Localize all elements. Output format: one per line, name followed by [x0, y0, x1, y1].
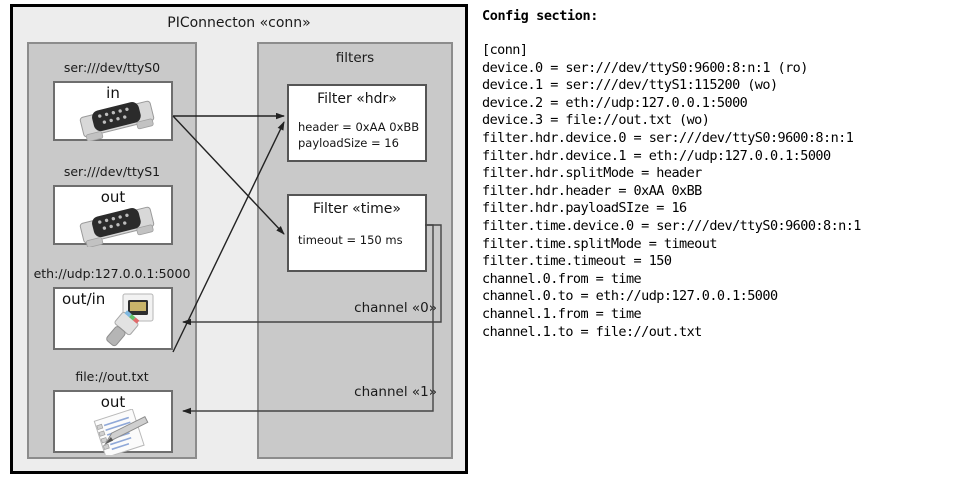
device-caption-eth: eth://udp:127.0.0.1:5000 — [33, 266, 191, 281]
config-line: filter.hdr.device.1 = eth://udp:127.0.0.… — [482, 147, 831, 164]
device-node-ttyS0[interactable]: in — [53, 81, 173, 141]
config-line: channel.1.from = time — [482, 305, 642, 322]
config-lines: [conn]device.0 = ser:///dev/ttyS0:9600:8… — [482, 42, 960, 341]
config-line: filter.time.splitMode = timeout — [482, 235, 717, 252]
filter-hdr-prop-payloadsize: payloadSize = 16 — [298, 136, 399, 150]
diagram-title: PIConnecton «conn» — [167, 15, 311, 31]
filter-time-title: Filter «time» — [313, 201, 401, 217]
config-line: filter.time.device.0 = ser:///dev/ttyS0:… — [482, 217, 861, 234]
device-caption-ttyS0: ser:///dev/ttyS0 — [63, 60, 161, 75]
serial-port-icon — [79, 206, 155, 247]
channel-1-label: channel «1» — [354, 384, 437, 400]
config-line: filter.hdr.header = 0xAA 0xBB — [482, 182, 702, 199]
channel-0-label: channel «0» — [354, 300, 437, 316]
config-line: device.1 = ser:///dev/ttyS1:115200 (wo) — [482, 77, 778, 94]
piconnector-diagram: PIConnecton «conn» ser:///dev/ttyS0 in — [10, 4, 468, 474]
config-line: channel.0.to = eth://udp:127.0.0.1:5000 — [482, 288, 778, 305]
device-node-ttyS1[interactable]: out — [53, 185, 173, 247]
device-caption-ttyS1: ser:///dev/ttyS1 — [63, 164, 161, 179]
filter-hdr-title: Filter «hdr» — [317, 91, 397, 107]
devices-panel: ser:///dev/ttyS0 in — [27, 42, 197, 459]
device-label-out-file: out — [100, 393, 126, 411]
config-line: device.2 = eth://udp:127.0.0.1:5000 — [482, 94, 748, 111]
device-node-eth[interactable]: out/in — [53, 287, 173, 350]
config-line: channel.1.to = file://out.txt — [482, 323, 702, 340]
config-line: filter.hdr.device.0 = ser:///dev/ttyS0:9… — [482, 129, 854, 146]
ethernet-plug-icon — [106, 293, 154, 347]
config-line: filter.hdr.payloadSIze = 16 — [482, 200, 687, 217]
notepad-icon — [93, 409, 149, 455]
device-label-outin: out/in — [62, 290, 106, 308]
config-line: channel.0.from = time — [482, 270, 642, 287]
serial-port-icon — [79, 100, 155, 141]
filter-hdr-prop-header: header = 0xAA 0xBB — [298, 120, 420, 134]
filter-hdr-box[interactable]: Filter «hdr» header = 0xAA 0xBB payloadS… — [287, 84, 427, 162]
config-line: [conn] — [482, 42, 528, 58]
device-node-file[interactable]: out — [53, 390, 173, 455]
device-label-in: in — [106, 84, 120, 102]
config-section: Config section: [conn]device.0 = ser:///… — [482, 8, 960, 341]
config-line: filter.time.timeout = 150 — [482, 253, 672, 270]
config-line: device.3 = file://out.txt (wo) — [482, 112, 710, 129]
device-caption-file: file://out.txt — [75, 369, 149, 384]
filter-time-prop-timeout: timeout = 150 ms — [298, 233, 403, 247]
config-line: filter.hdr.splitMode = header — [482, 165, 702, 182]
device-label-out-serial: out — [100, 188, 126, 206]
filter-time-box[interactable]: Filter «time» timeout = 150 ms — [287, 194, 427, 272]
config-heading: Config section: — [482, 8, 598, 24]
config-line: device.0 = ser:///dev/ttyS0:9600:8:n:1 (… — [482, 59, 808, 76]
filters-panel: filters Filter «hdr» header = 0xAA 0xBB … — [257, 42, 453, 459]
filters-panel-title: filters — [335, 50, 375, 66]
